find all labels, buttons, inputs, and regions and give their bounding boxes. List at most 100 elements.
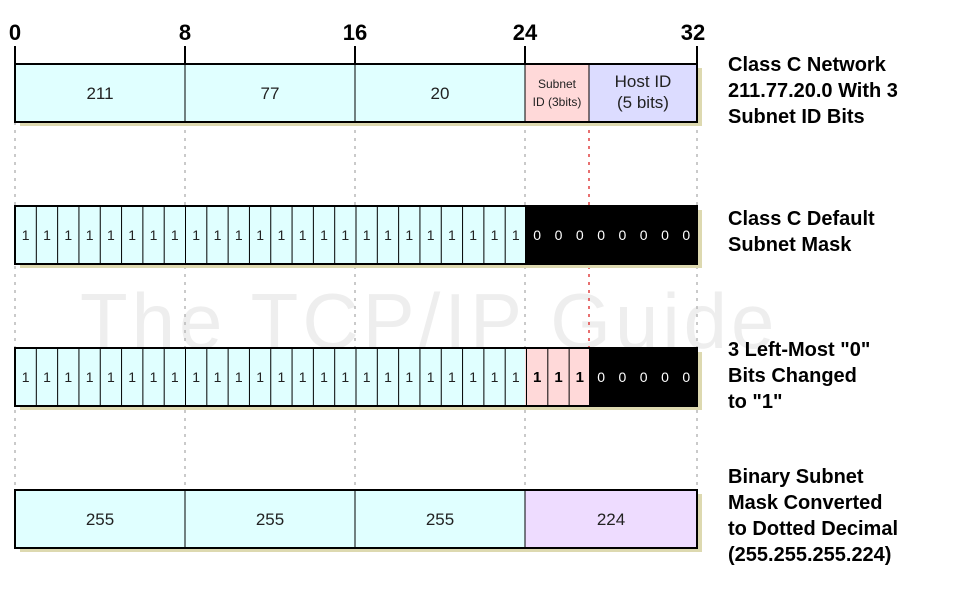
axis-tick: 8 (179, 20, 191, 45)
bit-value: 1 (86, 369, 94, 385)
row4-description: (255.255.255.224) (728, 544, 891, 566)
octet-value: 224 (597, 510, 625, 529)
bit-value: 1 (576, 369, 584, 386)
bit-value: 0 (640, 369, 648, 385)
bit-value: 0 (682, 369, 690, 385)
bit-value: 1 (405, 227, 413, 243)
axis-tick: 16 (343, 20, 367, 45)
bit-value: 1 (107, 227, 115, 243)
bit-value: 1 (278, 227, 286, 243)
bit-value: 0 (661, 369, 669, 385)
bit-value: 1 (235, 369, 243, 385)
bit-value: 1 (43, 227, 51, 243)
octet-value: 255 (86, 510, 114, 529)
bit-value: 1 (256, 369, 264, 385)
row-border (14, 489, 698, 549)
row2-description: Subnet Mask (728, 234, 852, 256)
bit-value: 1 (214, 227, 222, 243)
bit-value: 1 (171, 227, 179, 243)
bit-value: 0 (661, 227, 669, 243)
row4-description: to Dotted Decimal (728, 518, 898, 540)
bit-value: 1 (171, 369, 179, 385)
bit-value: 1 (341, 227, 349, 243)
axis: 0 8 16 24 32 (9, 20, 705, 64)
bit-value: 1 (299, 227, 307, 243)
bit-value: 1 (150, 369, 158, 385)
bit-value: 1 (363, 227, 371, 243)
bit-value: 1 (64, 227, 72, 243)
bit-value: 1 (128, 227, 136, 243)
bit-value: 1 (192, 227, 200, 243)
bit-value: 1 (299, 369, 307, 385)
row3-description: 3 Left-Most "0" (728, 339, 870, 361)
bit-value: 1 (107, 369, 115, 385)
row3-description: Bits Changed (728, 365, 857, 387)
bit-value: 1 (278, 369, 286, 385)
row3-description: to "1" (728, 391, 783, 413)
bit-value: 1 (235, 227, 243, 243)
axis-tick: 24 (513, 20, 538, 45)
host-id-label: Host ID (615, 72, 672, 91)
bit-value: 1 (22, 369, 30, 385)
row4-description: Binary Subnet (728, 466, 864, 488)
bit-value: 1 (256, 227, 264, 243)
bit-value: 1 (512, 369, 520, 385)
host-id-label: (5 bits) (617, 93, 669, 112)
bit-value: 1 (150, 227, 158, 243)
mask-zeros-portion (525, 206, 697, 264)
row-network-address: 211 77 20 Subnet ID (3bits) Host ID (5 b… (14, 63, 702, 126)
mask-zeros-portion (589, 348, 697, 406)
host-id-portion (589, 64, 697, 122)
bit-value: 1 (427, 227, 435, 243)
subnet-id-label: ID (3bits) (533, 95, 582, 109)
bit-value: 1 (512, 227, 520, 243)
subnet-id-portion (525, 64, 589, 122)
bit-value: 0 (682, 227, 690, 243)
bit-value: 1 (533, 369, 541, 386)
bit-value: 1 (448, 369, 456, 385)
bit-value: 0 (597, 369, 605, 385)
bit-value: 1 (43, 369, 51, 385)
decimal-ones-portion (15, 490, 525, 548)
bit-value: 1 (64, 369, 72, 385)
bit-value: 0 (555, 227, 563, 243)
octet-value: 255 (256, 510, 284, 529)
subnet-id-label: Subnet (538, 77, 577, 91)
bit-value: 0 (576, 227, 584, 243)
bit-value: 0 (533, 227, 541, 243)
bit-value: 1 (448, 227, 456, 243)
octet-value: 20 (431, 84, 450, 103)
bit-value: 1 (491, 227, 499, 243)
octet-value: 211 (86, 84, 113, 103)
row4-description: Mask Converted (728, 492, 883, 514)
bit-value: 0 (640, 227, 648, 243)
bit-value: 1 (491, 369, 499, 385)
bit-value: 1 (86, 227, 94, 243)
bit-value: 1 (384, 227, 392, 243)
side-labels: Class C Network 211.77.20.0 With 3 Subne… (728, 54, 898, 566)
bit-value: 1 (384, 369, 392, 385)
bit-value: 1 (320, 369, 328, 385)
axis-tick: 32 (681, 20, 705, 45)
bit-value: 0 (597, 227, 605, 243)
bit-value: 1 (320, 227, 328, 243)
row1-description: 211.77.20.0 With 3 (728, 80, 898, 102)
bit-value: 1 (363, 369, 371, 385)
bit-value: 1 (469, 369, 477, 385)
row1-description: Class C Network (728, 54, 887, 76)
row-dotted-decimal: 255 255 255 224 (14, 489, 702, 552)
changed-bits-portion (525, 348, 589, 406)
bit-value: 0 (619, 227, 627, 243)
octet-value: 77 (261, 84, 280, 103)
decimal-last-octet-portion (525, 490, 697, 548)
bit-value: 1 (214, 369, 222, 385)
octet-value: 255 (426, 510, 454, 529)
row2-description: Class C Default (728, 208, 875, 230)
bit-value: 1 (128, 369, 136, 385)
bit-value: 1 (22, 227, 30, 243)
row-border (14, 63, 698, 123)
